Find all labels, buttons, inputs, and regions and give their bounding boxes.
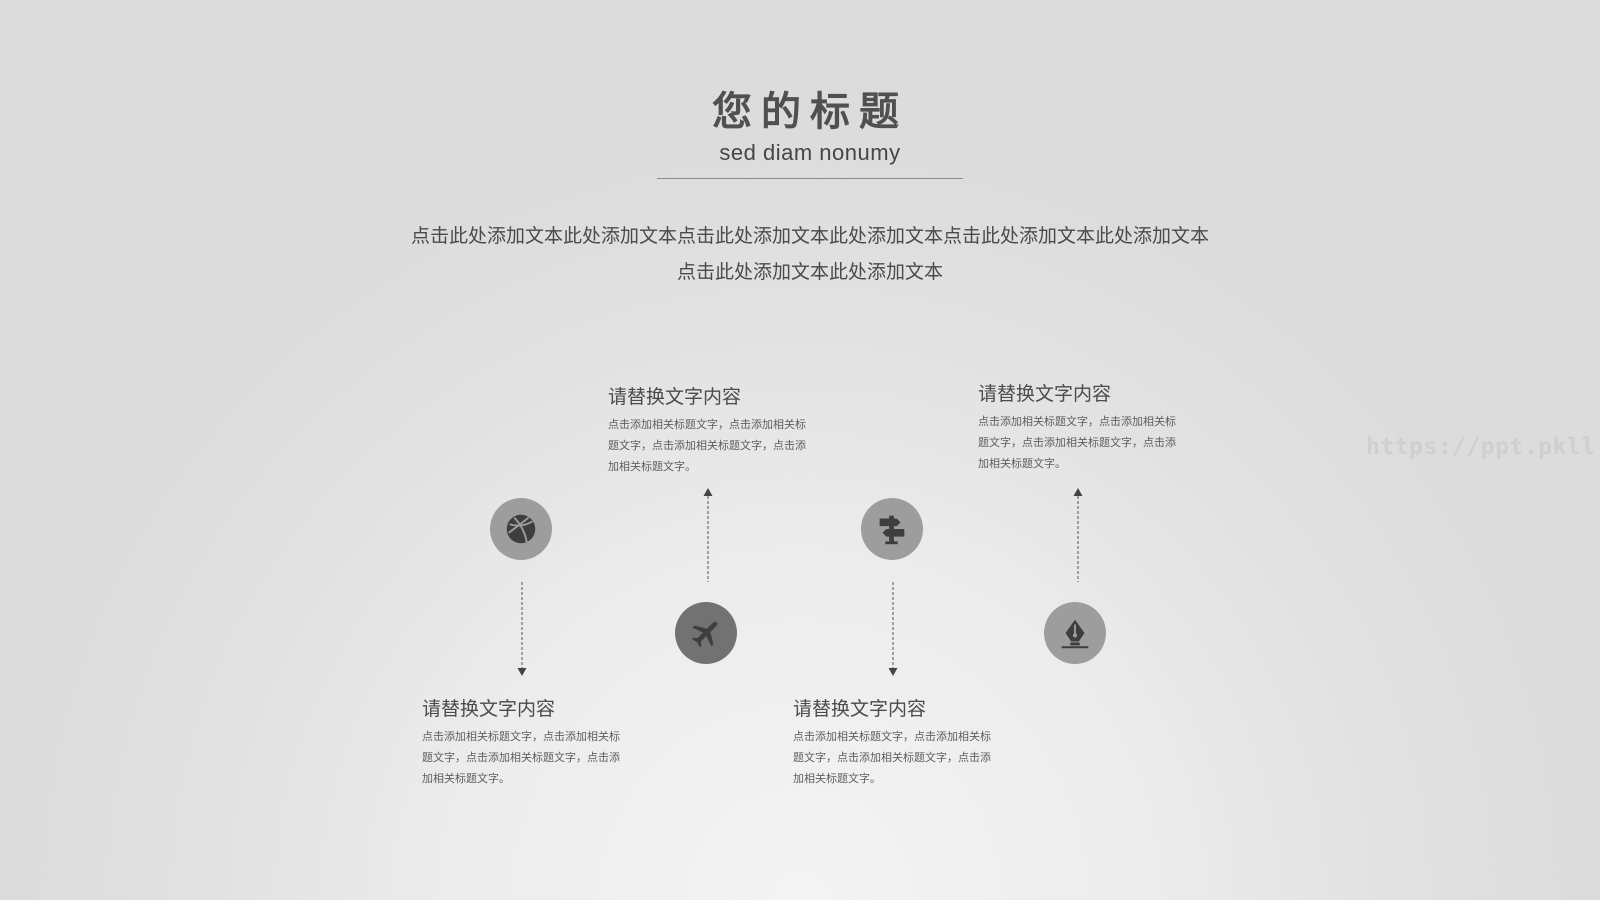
airplane-icon bbox=[691, 621, 718, 648]
item-1-icon-circle bbox=[490, 498, 552, 560]
item-2-icon-circle bbox=[675, 602, 737, 664]
item-4-connector-arrow bbox=[1073, 488, 1083, 582]
item-4-title: 请替换文字内容 bbox=[978, 383, 1112, 405]
item-4-description: 点击添加相关标题文字，点击添加相关标题文字，点击添加相关标题文字，点击添加相关标… bbox=[978, 415, 1176, 470]
item-1-text: 请替换文字内容 点击添加相关标题文字，点击添加相关标题文字，点击添加相关标题文字… bbox=[422, 696, 632, 789]
item-3-text: 请替换文字内容 点击添加相关标题文字，点击添加相关标题文字，点击添加相关标题文字… bbox=[793, 696, 1003, 789]
dribbble-icon bbox=[506, 514, 536, 544]
item-3-title: 请替换文字内容 bbox=[793, 698, 927, 720]
item-4-icon-circle bbox=[1044, 602, 1106, 664]
item-2-title: 请替换文字内容 bbox=[608, 386, 742, 408]
item-3-connector-arrow bbox=[888, 582, 898, 676]
item-1-title: 请替换文字内容 bbox=[422, 698, 556, 720]
item-4-text: 请替换文字内容 点击添加相关标题文字，点击添加相关标题文字，点击添加相关标题文字… bbox=[978, 381, 1188, 474]
watermark: https://ppt.pkll.de bbox=[1366, 434, 1600, 460]
signpost-icon bbox=[879, 515, 905, 545]
title-divider bbox=[657, 178, 963, 179]
intro-line-2: 点击此处添加文本此处添加文本 bbox=[676, 261, 943, 283]
intro-line-1: 点击此处添加文本此处添加文本点击此处添加文本此处添加文本点击此处添加文本此处添加… bbox=[410, 225, 1209, 247]
item-2-description: 点击添加相关标题文字，点击添加相关标题文字，点击添加相关标题文字，点击添加相关标… bbox=[608, 418, 806, 473]
item-3-description: 点击添加相关标题文字，点击添加相关标题文字，点击添加相关标题文字，点击添加相关标… bbox=[793, 730, 991, 785]
intro-text: 点击此处添加文本此处添加文本点击此处添加文本此处添加文本点击此处添加文本此处添加… bbox=[330, 218, 1290, 290]
item-1-connector-arrow bbox=[517, 582, 527, 676]
page-subtitle: sed diam nonumy bbox=[719, 140, 901, 165]
item-1-description: 点击添加相关标题文字，点击添加相关标题文字，点击添加相关标题文字，点击添加相关标… bbox=[422, 730, 620, 785]
item-2-connector-arrow bbox=[703, 488, 713, 582]
item-3-icon-circle bbox=[861, 498, 923, 560]
item-2-text: 请替换文字内容 点击添加相关标题文字，点击添加相关标题文字，点击添加相关标题文字… bbox=[608, 384, 818, 477]
page-title: 您的标题 bbox=[712, 89, 908, 135]
fountain-pen-icon bbox=[1061, 619, 1089, 649]
